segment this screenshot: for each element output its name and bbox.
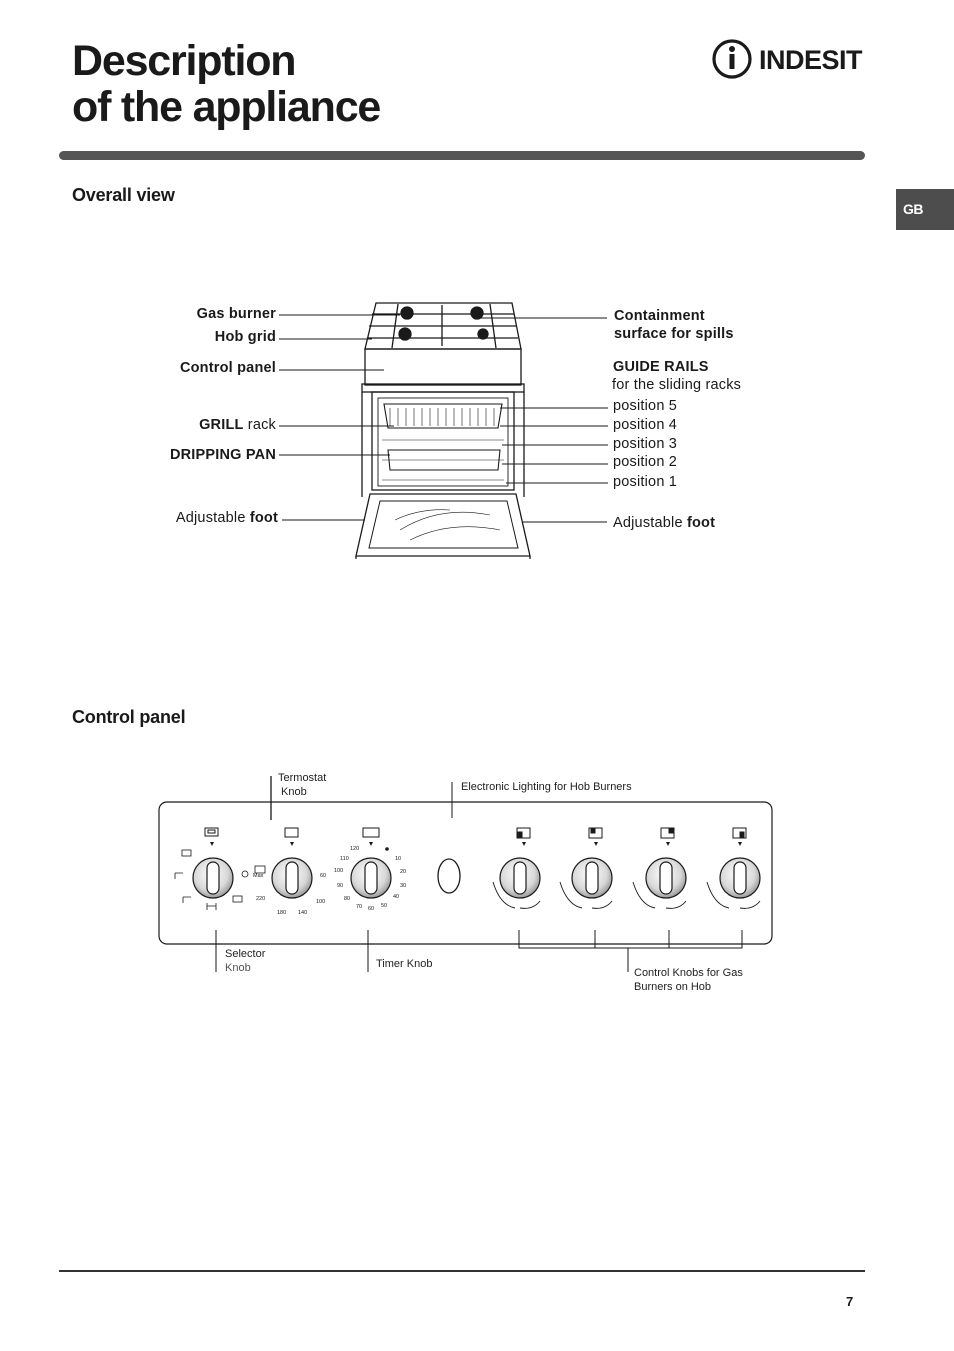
foot-right-bold: foot bbox=[686, 515, 716, 531]
page-number: 7 bbox=[846, 1294, 854, 1309]
dripping-pan-label: DRIPPING PAN bbox=[169, 447, 276, 463]
timer-scale-50: 50 bbox=[381, 903, 387, 909]
containment-line-2: surface for spills bbox=[614, 326, 734, 342]
gas-knob-1[interactable] bbox=[499, 857, 541, 899]
thermostat-scale-100: 100 bbox=[316, 899, 325, 905]
termostat-knob-label: Termostat Knob bbox=[278, 772, 326, 799]
selector-line-2: Knob bbox=[225, 961, 251, 974]
footer-divider bbox=[59, 1270, 865, 1272]
title-line-1: Description bbox=[72, 37, 297, 85]
hob-grid-label: Hob grid bbox=[214, 329, 276, 345]
selector-knob[interactable] bbox=[192, 857, 234, 899]
appliance-illustration bbox=[279, 302, 608, 559]
foot-right-normal: Adjustable bbox=[613, 515, 687, 531]
containment-label: Containment surface for spills bbox=[614, 307, 734, 343]
selector-line-1: Selector bbox=[225, 948, 266, 960]
termostat-line-2: Knob bbox=[281, 785, 307, 798]
page-title: Description of the appliance bbox=[72, 37, 381, 131]
grill-rack-label-bold: GRILL bbox=[199, 417, 244, 433]
position-2-label: position 2 bbox=[613, 454, 678, 470]
timer-scale-120: 120 bbox=[350, 846, 359, 852]
timer-scale-90: 90 bbox=[337, 883, 343, 889]
gas-knobs-line-2: Burners on Hob bbox=[634, 980, 712, 993]
control-panel-label: Control panel bbox=[179, 360, 276, 376]
timer-scale-30: 30 bbox=[400, 883, 406, 889]
timer-scale-110: 110 bbox=[340, 856, 349, 862]
position-1-label: position 1 bbox=[613, 474, 678, 490]
selector-knob-label: Selector Knob bbox=[225, 948, 265, 975]
language-tab: GB bbox=[896, 189, 954, 230]
foot-left-normal: Adjustable bbox=[175, 510, 250, 526]
gas-knobs-label: Control Knobs for Gas Burners on Hob bbox=[634, 967, 743, 994]
adjustable-foot-left-label: Adjustable foot bbox=[130, 510, 278, 526]
timer-scale-40: 40 bbox=[393, 894, 399, 900]
containment-line-1: Containment bbox=[614, 308, 705, 324]
gas-burner-label: Gas burner bbox=[196, 306, 276, 322]
adjustable-foot-right-label: Adjustable foot bbox=[613, 515, 715, 531]
position-4-label: position 4 bbox=[613, 417, 678, 433]
grill-rack-label: GRILL rack bbox=[130, 417, 276, 433]
gas-knob-2[interactable] bbox=[571, 857, 613, 899]
position-5-label: position 5 bbox=[613, 398, 678, 414]
indesit-logo: INDESIT bbox=[712, 38, 868, 82]
timer-scale-100: 100 bbox=[334, 868, 343, 874]
control-panel-heading: Control panel bbox=[72, 707, 186, 727]
timer-scale-70: 70 bbox=[356, 904, 362, 910]
thermostat-scale-60: 60 bbox=[320, 873, 326, 879]
title-divider bbox=[59, 151, 865, 160]
foot-left-bold: foot bbox=[249, 510, 278, 526]
thermostat-scale-180: 180 bbox=[277, 910, 286, 916]
gas-knobs-line-1: Control Knobs for Gas bbox=[634, 967, 743, 979]
timer-scale-10: 10 bbox=[395, 856, 401, 862]
thermostat-scale-max: Max bbox=[253, 873, 264, 879]
thermostat-knob[interactable] bbox=[271, 857, 313, 899]
gas-knob-3[interactable] bbox=[645, 857, 687, 899]
control-panel-illustration: Max 60 220 180 140 100 120 110 100 90 80… bbox=[158, 776, 773, 972]
title-line-2: of the appliance bbox=[72, 83, 381, 131]
overall-view-heading: Overall view bbox=[72, 185, 175, 205]
logo-mark: INDESIT bbox=[712, 39, 864, 79]
electronic-lighting-label: Electronic Lighting for Hob Burners bbox=[461, 781, 632, 793]
thermostat-scale-220: 220 bbox=[256, 896, 265, 902]
timer-scale-80: 80 bbox=[344, 896, 350, 902]
logo-wordmark: INDESIT bbox=[759, 45, 863, 75]
timer-scale-20: 20 bbox=[400, 869, 406, 875]
timer-scale-60: 60 bbox=[368, 906, 374, 912]
grill-rack-label-rest: rack bbox=[243, 417, 276, 433]
timer-knob-label: Timer Knob bbox=[376, 958, 433, 970]
termostat-line-1: Termostat bbox=[278, 772, 327, 784]
position-3-label: position 3 bbox=[613, 436, 678, 452]
guide-rails-sub-label: for the sliding racks bbox=[612, 377, 742, 393]
thermostat-scale-140: 140 bbox=[298, 910, 307, 916]
gas-knob-4[interactable] bbox=[719, 857, 761, 899]
timer-knob[interactable] bbox=[350, 857, 392, 899]
guide-rails-label: GUIDE RAILS bbox=[613, 359, 709, 375]
